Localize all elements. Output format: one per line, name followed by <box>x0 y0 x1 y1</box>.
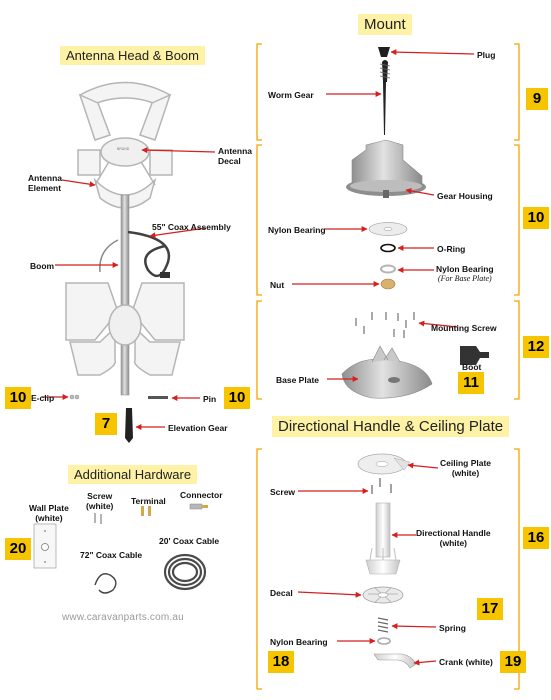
section-title-additional-hardware: Additional Hardware <box>68 465 198 484</box>
badge-10-mount: 10 <box>523 207 549 229</box>
badge-10-eclip: 10 <box>5 387 31 409</box>
label-base-plate: Base Plate <box>276 375 319 385</box>
label-wall-plate-line2: (white) <box>35 513 63 523</box>
label-nylon-bearing-handle: Nylon Bearing <box>270 637 328 647</box>
elevation-gear-part <box>125 408 133 443</box>
section-brackets <box>256 43 520 690</box>
label-decal: Decal <box>270 588 293 598</box>
badge-17: 17 <box>477 598 503 620</box>
label-mounting-screw: Mounting Screw <box>431 323 497 333</box>
label-hardware-screw: Screw (white) <box>86 491 113 511</box>
label-plug: Plug <box>477 50 496 60</box>
badge-16: 16 <box>523 527 549 549</box>
wall-plate-part <box>33 523 57 569</box>
badge-11: 11 <box>458 372 484 394</box>
antenna-head-lower <box>65 282 185 376</box>
label-directional-handle: Directional Handle (white) <box>416 528 491 548</box>
nut-part <box>380 278 396 290</box>
label-nylon-bearing-base-text: Nylon Bearing <box>436 264 494 274</box>
label-coax-72: 72" Coax Cable <box>80 550 143 560</box>
nylon-bearing-base-part <box>380 264 396 274</box>
label-gear-housing: Gear Housing <box>437 191 493 201</box>
directional-handle-part <box>365 502 401 575</box>
label-terminal: Terminal <box>131 496 166 506</box>
screws-part <box>371 478 392 494</box>
badge-18: 18 <box>268 651 294 673</box>
label-nylon-bearing: Nylon Bearing <box>268 225 326 235</box>
label-antenna-element-line1: Antenna <box>28 173 62 183</box>
label-antenna-decal: Antenna Decal <box>218 146 252 166</box>
coax-72-cable-part <box>94 573 117 594</box>
terminal-part <box>141 506 151 516</box>
label-elevation-gear: Elevation Gear <box>168 423 228 433</box>
label-hardware-screw-line2: (white) <box>86 501 114 511</box>
label-worm-gear: Worm Gear <box>268 90 314 100</box>
boom-tube <box>120 194 130 396</box>
badge-20: 20 <box>5 538 31 560</box>
boot-part <box>460 346 489 365</box>
antenna-decal-text: BRAND <box>117 147 130 151</box>
label-antenna-element-line2: Element <box>28 183 62 193</box>
worm-gear-part <box>382 60 388 135</box>
badge-19: 19 <box>500 651 526 673</box>
badge-10-pin: 10 <box>224 387 250 409</box>
label-directional-handle-line1: Directional Handle <box>416 528 491 538</box>
spring-part <box>377 617 389 633</box>
leader-lines <box>42 49 475 666</box>
decal-part <box>362 586 404 604</box>
label-directional-handle-line2: (white) <box>439 538 468 548</box>
watermark-url: www.caravanparts.com.au <box>62 612 184 623</box>
gear-housing-part <box>346 139 426 198</box>
antenna-head-upper <box>77 81 173 209</box>
base-plate-part <box>341 345 433 399</box>
coax-20-cable-part <box>163 553 207 591</box>
label-ceiling-plate-line2: (white) <box>451 468 480 478</box>
label-crank: Crank (white) <box>439 657 493 667</box>
label-nylon-bearing-base: Nylon Bearing (For Base Plate) <box>436 264 494 284</box>
label-antenna-decal-line1: Antenna <box>218 146 252 156</box>
label-wall-plate-line1: Wall Plate <box>29 503 69 513</box>
section-title-antenna-head-boom: Antenna Head & Boom <box>60 46 205 65</box>
badge-12: 12 <box>523 336 549 358</box>
label-ceiling-plate-line1: Ceiling Plate <box>440 458 492 468</box>
label-boot: Boot <box>462 362 482 372</box>
label-pin: Pin <box>203 394 217 404</box>
label-antenna-decal-line2: Decal <box>218 156 241 166</box>
badge-9: 9 <box>526 88 548 110</box>
label-connector: Connector <box>180 490 223 500</box>
label-screw: Screw <box>270 487 296 497</box>
label-coax-assembly: 55" Coax Assembly <box>152 222 231 232</box>
coax-assembly-cable <box>127 230 171 278</box>
label-wall-plate: Wall Plate (white) <box>29 503 69 523</box>
e-clip-part <box>69 394 80 400</box>
o-ring-part <box>380 243 396 253</box>
label-o-ring: O-Ring <box>437 244 466 254</box>
hardware-screws-part <box>94 513 102 524</box>
crank-part <box>373 653 417 669</box>
label-ceiling-plate: Ceiling Plate (white) <box>440 458 491 478</box>
section-title-directional-handle: Directional Handle & Ceiling Plate <box>272 416 510 437</box>
label-hardware-screw-line1: Screw <box>87 491 113 501</box>
plug-part <box>378 47 390 57</box>
section-title-mount: Mount <box>358 14 412 35</box>
label-nut: Nut <box>270 280 285 290</box>
label-boom: Boom <box>30 261 55 271</box>
label-antenna-element: Antenna Element <box>28 173 62 193</box>
label-nylon-bearing-base-sub: (For Base Plate) <box>437 274 492 283</box>
label-spring: Spring <box>439 623 466 633</box>
connector-part <box>189 503 208 510</box>
label-coax-20: 20' Coax Cable <box>159 536 220 546</box>
nylon-bearing-handle-part <box>377 637 391 645</box>
label-e-clip: E-clip <box>31 393 55 403</box>
badge-7: 7 <box>95 413 117 435</box>
pin-part <box>148 396 168 399</box>
mounting-screws <box>355 312 415 338</box>
